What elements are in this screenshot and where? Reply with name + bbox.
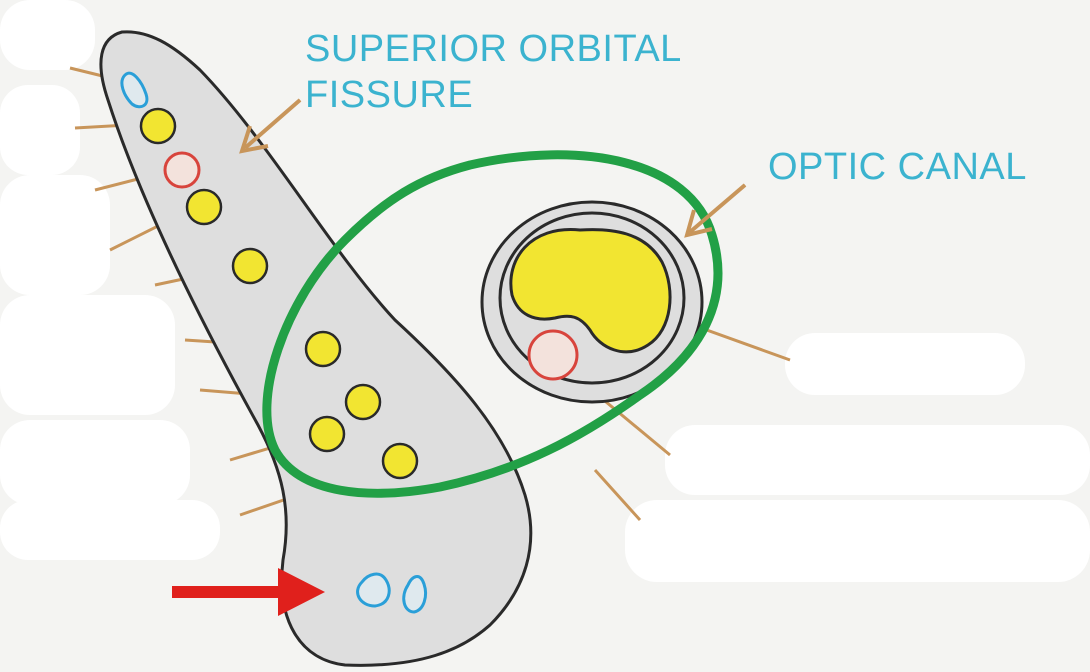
mask-right-1 [785,333,1025,395]
label-masks [0,0,1090,582]
canal-pointer-shaft [688,183,747,234]
mask-right-2 [665,425,1090,495]
veins [120,71,428,614]
fissure-pointer-shaft [243,98,302,150]
inferior-ophthalmic-vein [356,572,391,608]
superior-ophthalmic-vein [120,71,149,109]
nerve-circle [139,107,177,145]
nerve-circle [304,330,342,368]
red-pointer-arrow [172,568,325,616]
red-arrow-head [278,568,325,616]
region-pointers [239,98,747,238]
nerve-circle [344,383,382,421]
nerve-circle [231,247,269,285]
canal-pointer-head [684,209,713,238]
mask-left-4 [0,420,190,505]
mask-left-1 [0,85,80,175]
fissure-nerves [139,107,419,480]
superior-orbital-fissure-label: SUPERIOR ORBITAL FISSURE [305,28,682,116]
nerve-circle [308,415,346,453]
mask-left-3 [0,295,175,415]
common-tendinous-ring [262,150,723,498]
mask-left-top [0,0,95,70]
nerve-circle [185,188,223,226]
nerve-circle [381,442,419,480]
ophthalmic-artery [527,329,579,381]
optic-canal-label: OPTIC CANAL [768,146,1027,188]
optic-nerve [509,228,672,354]
mask-right-3 [625,500,1090,582]
leader-line [593,468,642,522]
mask-left-5 [0,500,220,560]
red-arrow-shaft [172,586,290,598]
fissure-pointer-head [239,125,269,154]
mask-left-2 [0,175,110,295]
artery-circle [163,151,201,189]
inferior-ophthalmic-vein-branch [402,575,428,614]
